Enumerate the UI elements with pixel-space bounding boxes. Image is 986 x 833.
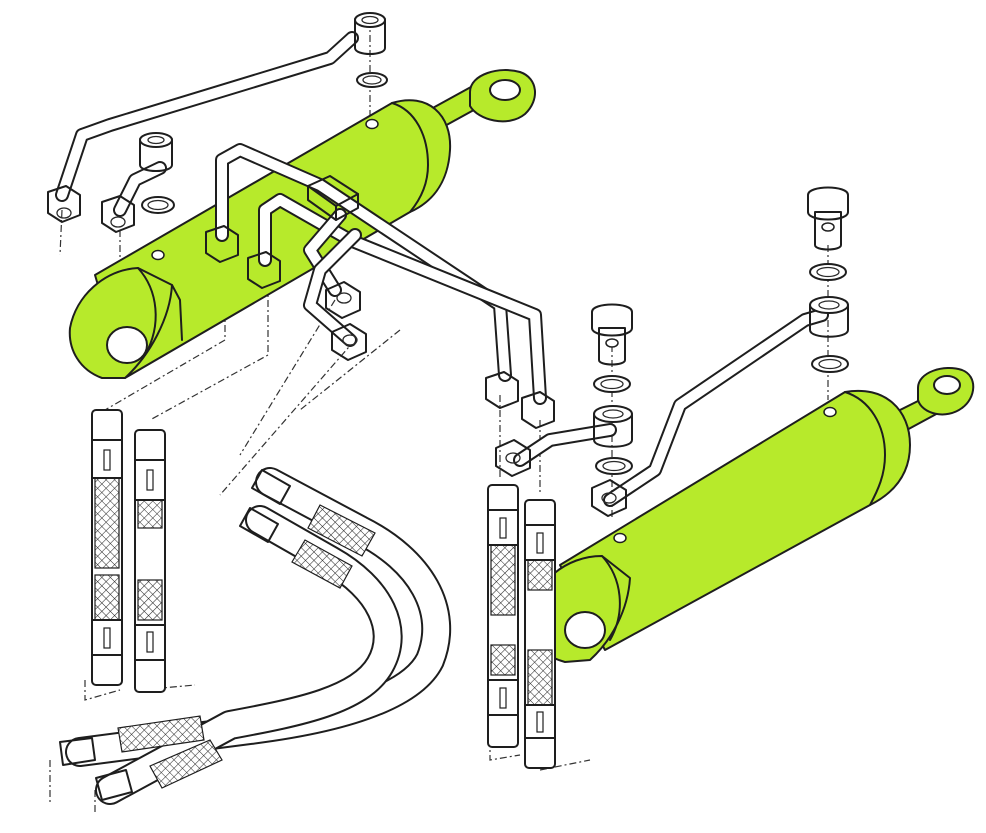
banjo-fittings	[139, 12, 849, 475]
left-hydraulic-cylinder	[68, 69, 536, 379]
vertical-hoses	[91, 409, 556, 769]
pipe-nuts	[47, 185, 627, 517]
long-curved-hoses	[59, 467, 452, 805]
